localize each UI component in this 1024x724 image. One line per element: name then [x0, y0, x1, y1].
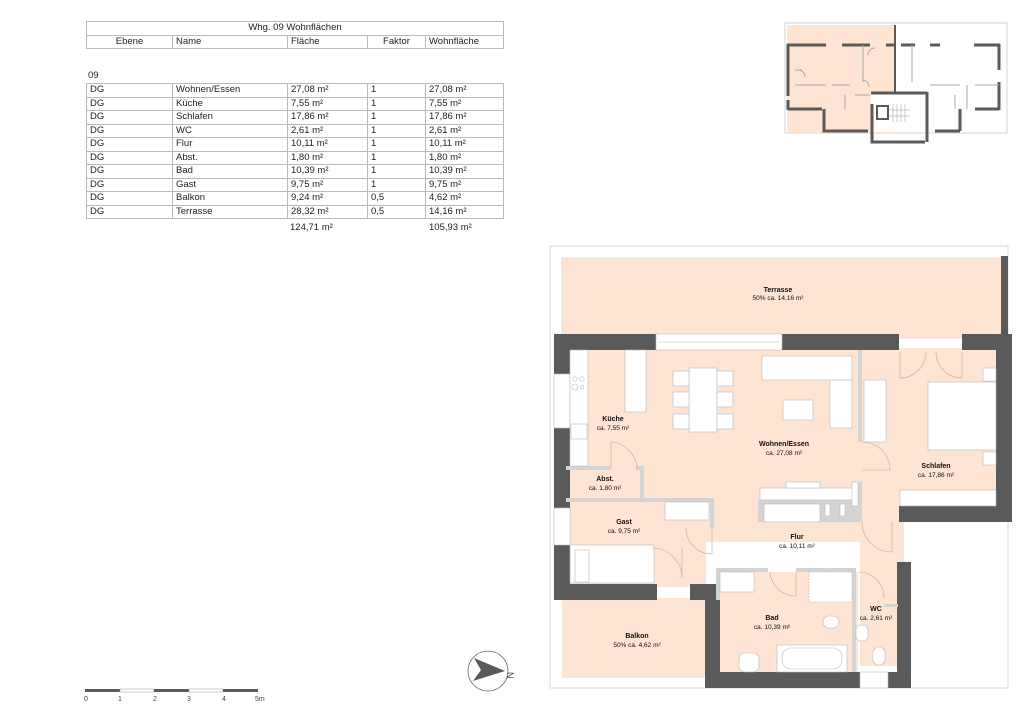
floor-plan: Terrasse 50% ca. 14,16 m² Küche ca. 7,55… — [549, 245, 1012, 689]
area-table-header: Whg. 09 Wohnflächen Ebene Name Fläche Fa… — [86, 21, 504, 49]
label-gast: Gast — [616, 519, 632, 526]
total-wohnflaeche: 105,93 m² — [429, 222, 472, 233]
label-schlafen: Schlafen — [921, 463, 950, 470]
area-balkon: 50% ca. 4,62 m² — [613, 642, 661, 649]
total-flaeche: 124,71 m² — [290, 222, 333, 233]
north-arrow-icon: N — [467, 650, 515, 692]
col-flaeche: Fläche — [287, 34, 368, 49]
label-wohnen: Wohnen/Essen — [759, 441, 809, 448]
col-name: Name — [172, 34, 288, 49]
scale-tick-3: 3 — [187, 696, 191, 703]
key-plan — [784, 22, 1008, 144]
door-swings — [610, 351, 963, 599]
scale-bar — [85, 688, 258, 693]
room-labels: Terrasse 50% ca. 14,16 m² Küche ca. 7,55… — [589, 287, 955, 649]
col-ebene: Ebene — [86, 34, 173, 49]
area-flur: ca. 10,11 m² — [779, 543, 815, 550]
exterior-walls — [554, 256, 1012, 688]
apartment-id: 09 — [88, 70, 99, 81]
scale-tick-4: 4 — [222, 696, 226, 703]
scale-tick-0: 0 — [84, 696, 88, 703]
scale-tick-5: 5m — [255, 696, 265, 703]
cell-wohnflaeche: 14,16 m² — [425, 204, 504, 219]
area-schlafen: ca. 17,86 m² — [918, 472, 955, 479]
area-wc: ca. 2,61 m² — [860, 615, 893, 622]
area-wohnen: ca. 27,08 m² — [766, 450, 803, 457]
scale-tick-2: 2 — [153, 696, 157, 703]
area-terrasse: 50% ca. 14,16 m² — [753, 295, 805, 302]
furniture — [569, 349, 997, 673]
label-wc: WC — [870, 606, 882, 613]
wc-corridor-area — [860, 516, 904, 666]
area-kueche: ca. 7,55 m² — [597, 425, 630, 432]
col-wohnflaeche: Wohnfläche — [425, 34, 504, 49]
area-bad: ca. 10,39 m² — [754, 624, 791, 631]
label-abst: Abst. — [596, 476, 614, 483]
label-kueche: Küche — [602, 416, 624, 423]
scale-tick-1: 1 — [118, 696, 122, 703]
terrasse-area — [561, 257, 1005, 339]
label-terrasse: Terrasse — [764, 287, 793, 294]
balkon-area — [562, 598, 716, 678]
label-bad: Bad — [765, 615, 778, 622]
table-title: Whg. 09 Wohnflächen — [86, 21, 504, 36]
north-label: N — [505, 672, 515, 679]
label-flur: Flur — [790, 534, 803, 541]
area-gast: ca. 9,75 m² — [608, 528, 641, 535]
area-abst: ca. 1,80 m² — [589, 485, 622, 492]
label-balkon: Balkon — [625, 633, 648, 640]
